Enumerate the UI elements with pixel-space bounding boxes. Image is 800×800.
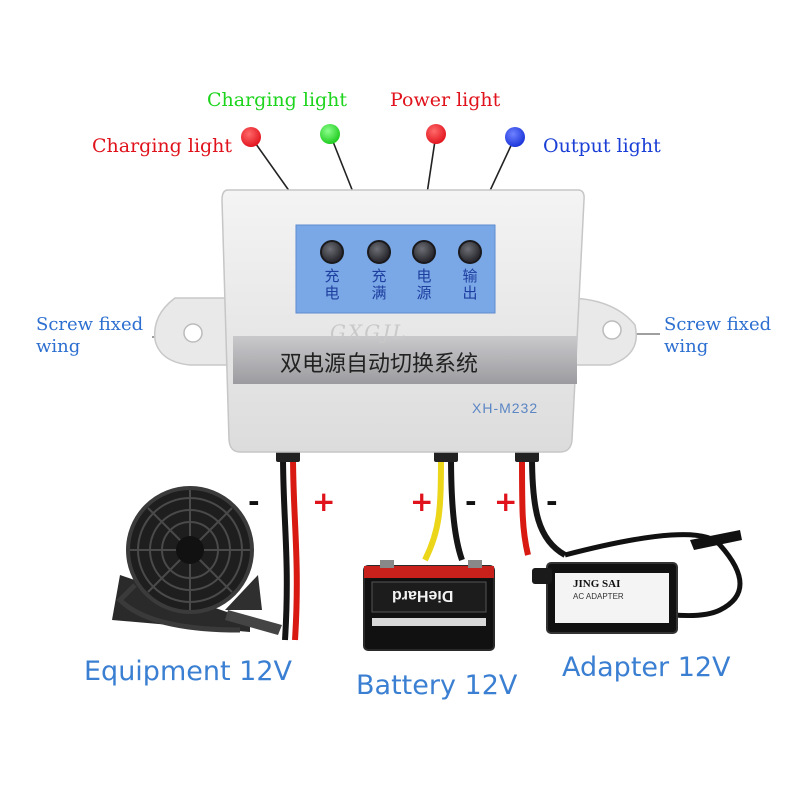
battery-illustration [363, 560, 495, 651]
device-title: 双电源自动切换系统 [280, 352, 479, 377]
output-light-label: Output light [543, 135, 661, 157]
wire-batt-yellow [422, 454, 444, 562]
polarity-equip-plus: + [312, 485, 336, 518]
battery-label: Battery 12V [356, 670, 518, 701]
adapter-brand-text: JING SAI [573, 578, 621, 590]
polarity-adapt-plus: + [494, 485, 518, 518]
screw-hole-right [602, 320, 622, 340]
polarity-equip-minus: - [248, 485, 260, 518]
indicator-panel [295, 224, 496, 314]
watermark-text: GXGJL [330, 320, 408, 344]
panel-label-output: 输出 [462, 267, 478, 302]
polarity-adapt-minus: - [546, 485, 558, 518]
wire-equip-red [290, 454, 300, 641]
adapter-illustration [532, 530, 743, 634]
polarity-batt-minus: - [465, 485, 477, 518]
wire-batt-black [448, 454, 465, 561]
wire-adapt-black [529, 454, 567, 558]
battery-brand-text: DieHard [392, 587, 454, 604]
panel-label-charging: 充电 [324, 267, 340, 302]
green-led-dot-charging [320, 124, 340, 144]
title-strip [233, 336, 577, 384]
panel-label-full: 充满 [371, 267, 387, 302]
wire-adapt-red [519, 454, 531, 556]
wire-equip-black [280, 454, 290, 641]
red-led-dot-power [426, 124, 446, 144]
fan-illustration [112, 486, 282, 635]
panel-label-power: 电源 [416, 267, 432, 302]
adapter-type-text: AC ADAPTER [573, 592, 624, 601]
equipment-label: Equipment 12V [84, 656, 292, 687]
power-light-label: Power light [390, 89, 501, 111]
charging-light-green-label: Charging light [207, 89, 348, 111]
screw-hole-left [183, 323, 203, 343]
charging-light-red-label: Charging light [92, 135, 233, 157]
model-number: XH-M232 [472, 400, 539, 416]
red-led-dot-charging [241, 127, 261, 147]
blue-led-dot-output [505, 127, 525, 147]
panel-led-full [367, 240, 391, 264]
adapter-label: Adapter 12V [562, 652, 731, 683]
mount-wing-right [559, 297, 637, 366]
panel-led-output [458, 240, 482, 264]
panel-led-power [412, 240, 436, 264]
polarity-batt-plus: + [410, 485, 434, 518]
panel-led-charging [320, 240, 344, 264]
